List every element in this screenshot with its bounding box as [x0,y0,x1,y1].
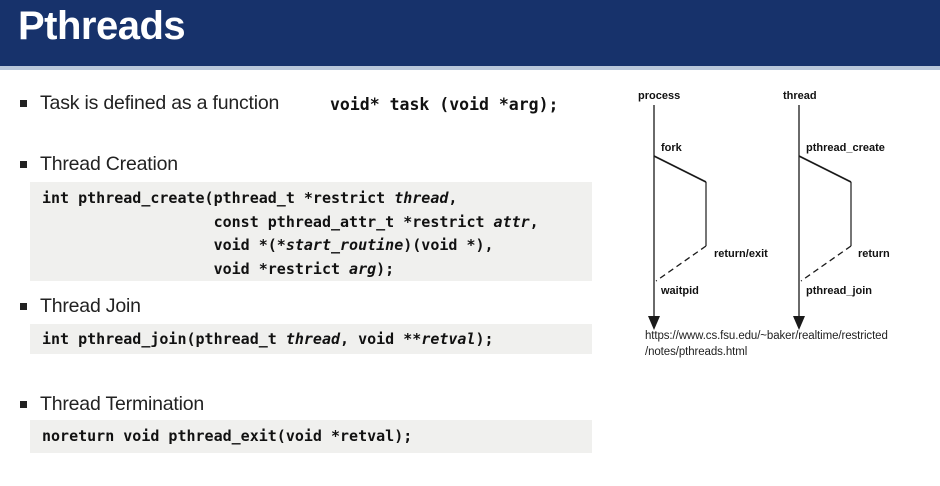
source-url: https://www.cs.fsu.edu/~baker/realtime/r… [645,329,940,360]
process-lifecycle-group: process fork return/exit waitpid [638,90,768,330]
arrow-down-icon [793,316,805,330]
pthread-create-code-block: int pthread_create(pthread_t *restrict t… [30,182,592,281]
creation-label: Thread Creation [40,153,178,175]
thread-label: thread [783,90,817,102]
process-label: process [638,90,680,102]
slide-header: Pthreads [0,0,940,70]
termination-label: Thread Termination [40,393,205,415]
join-label: Thread Join [40,295,141,317]
bullet-square-icon [20,401,27,408]
pthread-create-label: pthread_create [806,142,885,154]
section-creation-heading: Thread Creation [20,153,178,176]
bullet-square-icon [20,303,27,310]
thread-lifecycle-diagram: process fork return/exit waitpid thread … [638,90,890,330]
section-termination-heading: Thread Termination [20,393,204,416]
pthread-create-branch-line [798,155,852,183]
thread-lifecycle-group: thread pthread_create return pthread_joi… [783,90,890,330]
process-return-dashed-line [655,245,707,282]
source-url-line1: https://www.cs.fsu.edu/~baker/realtime/r… [645,330,888,342]
pthread-join-code-block: int pthread_join(pthread_t thread, void … [30,324,592,354]
task-label: Task is defined as a function [40,92,280,114]
task-inline-code: void* task (void *arg); [330,95,559,114]
section-join-heading: Thread Join [20,295,141,318]
waitpid-label: waitpid [660,285,699,297]
pthread-join-label: pthread_join [806,285,872,297]
slide-title: Pthreads [18,4,186,48]
fork-label: fork [661,142,683,154]
thread-return-dashed-line [800,245,852,282]
arrow-down-icon [648,316,660,330]
return-exit-label: return/exit [714,248,768,260]
pthread-exit-code-block: noreturn void pthread_exit(void *retval)… [30,420,592,453]
section-task-heading: Task is defined as a function [20,92,279,115]
fork-branch-line [653,155,707,183]
source-url-line2: /notes/pthreads.html [645,345,748,358]
return-label: return [858,248,890,260]
bullet-square-icon [20,100,27,107]
bullet-square-icon [20,161,27,168]
